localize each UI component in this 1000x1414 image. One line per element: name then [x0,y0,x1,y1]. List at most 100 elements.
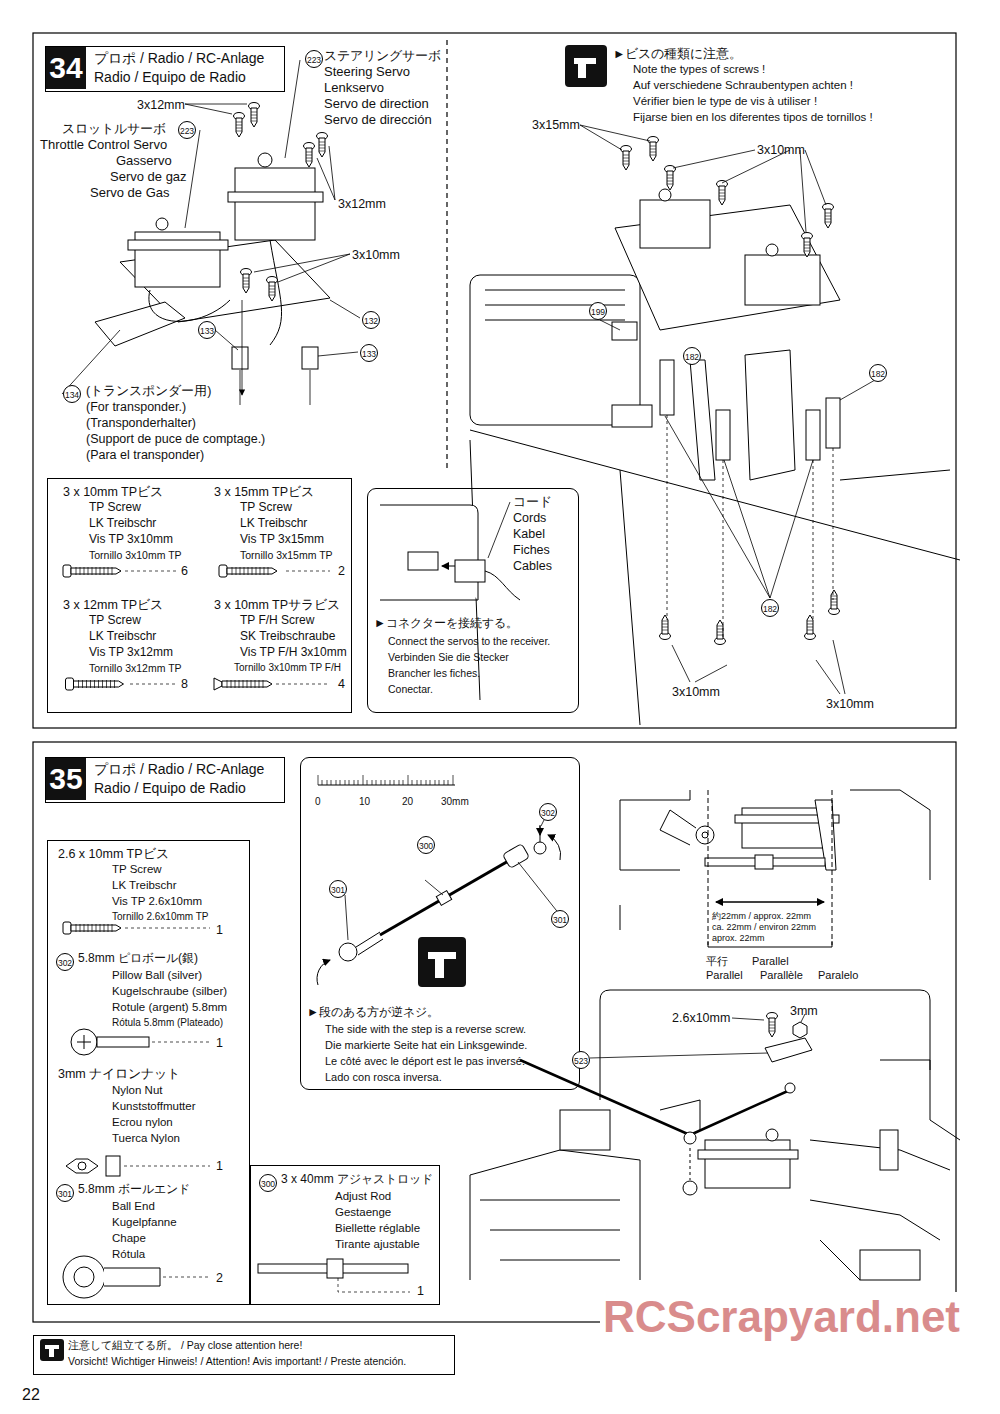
label-text: Servo de dirección [324,113,432,128]
label-text: Tornillo 3x10mm TP [89,549,182,561]
drawing-part [660,810,696,845]
callout-number: 223 [178,121,196,139]
label-text: LK Treibschr [89,517,156,531]
text-box: 35プロポ / Radio / RC-AnlageRadio / Equipo … [45,757,285,803]
step34-right-leaders [580,125,875,694]
label-text: Vis TP 3x12mm [89,646,173,660]
label-text: Servo de Gas [90,186,170,201]
text-box: 2.6 x 10mm TPビスTP ScrewLK TreibschrVis T… [47,840,250,1305]
drawing-part [71,1029,97,1055]
drawing-part [621,146,632,171]
drawing-part [717,181,728,206]
drawing-part [684,1132,696,1144]
drawing-part [715,620,726,645]
label-text: 4 [338,677,345,691]
callout-number: 182 [869,364,887,382]
drawing-part [95,302,185,346]
text-box: 3003 x 40mm アジャストロッドAdjust RodGestaengeB… [250,1165,440,1305]
callout-number: 182 [683,347,701,365]
callout-number: 301 [329,880,347,898]
label-text: Steering Servo [324,65,410,80]
label-text: LK Treibschr [112,879,177,892]
label-text: Lenkservo [324,81,384,96]
drawing-part [793,1022,807,1038]
drawing-part [600,990,930,1100]
panels [33,33,956,1322]
drawing-part [767,1013,778,1038]
label-text: Connect the servos to the receiver. [388,635,550,647]
label-text: LK Treibschr [240,517,307,531]
parts-drawings [63,565,410,1298]
drawing-part [185,130,200,228]
drawing-part [806,410,820,460]
label-text: Rótula [112,1248,145,1261]
label-text: 2.6x10mm [672,1011,730,1025]
drawing-part [805,615,816,640]
drawing-part [40,1339,64,1361]
drawing-part [106,1156,120,1176]
drawing-part [690,360,715,480]
drawing-part [705,1140,790,1188]
label-text: Pillow Ball (silver) [112,969,202,982]
label-text: 3 x 40mm アジャストロッド [281,1173,433,1187]
drawing-part [33,742,956,1322]
label-text: Rotule (argent) 5.8mm [112,1001,227,1014]
drawing-part [829,590,840,615]
drawing-part [418,937,466,987]
label-text: 2.6 x 10mm TPビス [58,847,169,861]
label-text: SK Treibschraube [240,630,335,644]
drawing-part [766,244,778,256]
label-text: Gestaenge [335,1206,391,1219]
drawing-part [380,505,478,600]
drawing-part [232,347,248,369]
drawing-part [63,565,121,577]
label-text: Kunststoffmutter [112,1100,196,1113]
callout-number: 133 [198,321,216,339]
label-text: 3x10mm [352,248,400,262]
text-box: 0102030mm302300301301►段のある方が逆ネジ。The side… [300,757,580,1090]
drawing-part [702,832,708,838]
label-text: Tuerca Nylon [112,1132,180,1145]
label-text: スロットルサーボ [62,122,166,137]
drawing-part [540,826,541,835]
label-text: (Support de puce de comptage.) [86,432,265,446]
label-text: TP Screw [112,863,162,876]
callout-number: 302 [539,803,557,821]
label-text: Conectar. [388,683,433,695]
label-text: 3 x 12mm TPビス [63,598,163,612]
drawing-part [696,826,714,844]
drawing-part [715,620,726,645]
drawing-part [327,1259,343,1278]
drawing-part [485,290,625,320]
drawing-part [660,615,671,640]
drawing-part [240,300,310,405]
label-text: Vérifier bien le type de vis à utiliser … [633,95,817,108]
drawing-part [235,168,315,240]
drawing-part [826,398,840,448]
label-text: Ball End [112,1200,155,1213]
label-text: Verbinden Sie die Stecker [388,651,509,663]
drawing-part [302,347,318,369]
drawing-part [765,1038,812,1062]
label-text: Vis TP F/H 3x10mm [240,646,347,660]
label-text: コード [513,495,552,509]
step34-left-leaders [62,60,360,405]
drawing-part [97,1037,149,1047]
drawing-part [149,290,230,321]
label-text: 約22mm / approx. 22mm [712,911,811,921]
drawing-part [318,775,453,785]
label-text: 平行 [706,955,728,968]
label-text: Tornillo 3x12mm TP [89,662,182,674]
label-text: 22 [22,1386,40,1404]
label-text: Servo de gaz [110,170,187,185]
drawing-part [318,785,455,786]
callout-number: 302 [56,953,74,971]
drawing-part [660,360,674,415]
label-text: Servo de direction [324,97,429,112]
label-text: Chape [112,1232,146,1245]
label-text: (トランスポンダー用) [86,384,211,398]
drawing-part [74,1267,94,1287]
drawing-part [690,1148,691,1180]
step-number: 35 [46,758,86,800]
